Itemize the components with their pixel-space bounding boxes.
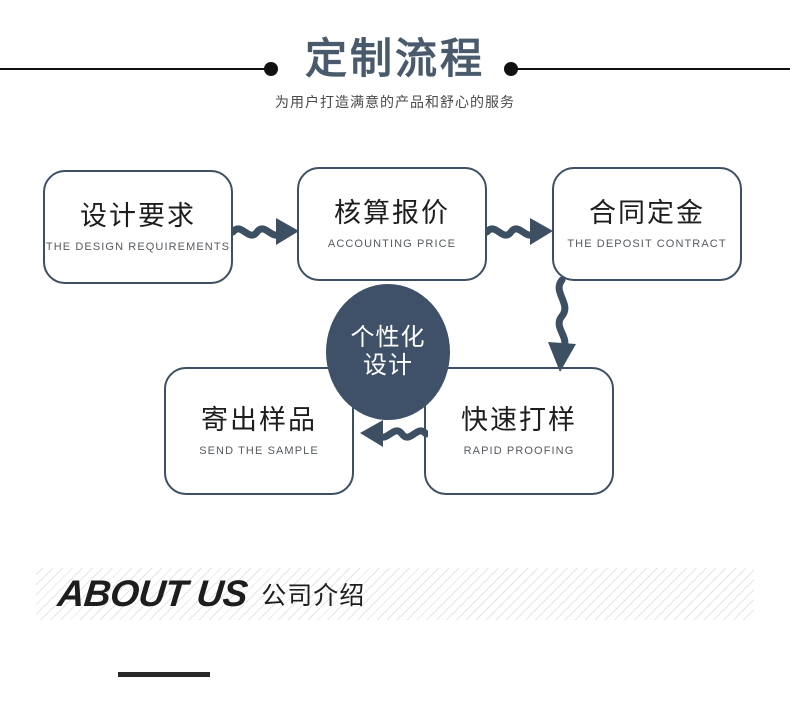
section-header: 定制流程 为用户打造满意的产品和舒心的服务 <box>0 0 790 130</box>
about-us-heading: ABOUT US 公司介绍 <box>55 566 366 622</box>
flow-step-title-cn: 设计要求 <box>80 200 196 231</box>
wavy-arrow-left <box>360 420 428 447</box>
wavy-arrow-right-1 <box>231 218 299 245</box>
custom-design-badge: 个性化 设计 <box>326 284 450 420</box>
flow-step-title-en: RAPID PROOFING <box>463 445 575 458</box>
badge-line-2: 设计 <box>363 352 413 379</box>
about-us-stripe-band <box>36 568 754 620</box>
page-title: 定制流程 <box>304 35 485 82</box>
flow-step-title-en: ACCOUNTING PRICE <box>327 238 457 251</box>
wavy-arrow-down <box>548 276 576 372</box>
header-rule-right <box>516 68 790 70</box>
flow-step-title-cn: 寄出样品 <box>201 404 317 435</box>
flow-step-design-requirements: 设计要求 THE DESIGN REQUIREMENTS <box>43 170 233 284</box>
header-dot-left <box>264 62 278 76</box>
flow-step-accounting-price: 核算报价 ACCOUNTING PRICE <box>297 167 487 281</box>
header-dot-right <box>504 62 518 76</box>
flow-step-title-cn: 合同定金 <box>589 197 705 228</box>
header-rule-left <box>0 68 266 70</box>
flow-step-title-en: THE DESIGN REQUIREMENTS <box>45 241 231 254</box>
page-subtitle: 为用户打造满意的产品和舒心的服务 <box>275 94 515 110</box>
badge-line-1: 个性化 <box>350 323 426 351</box>
flow-step-deposit-contract: 合同定金 THE DEPOSIT CONTRACT <box>552 167 742 281</box>
about-us-title-cn: 公司介绍 <box>261 582 366 610</box>
flow-step-title-cn: 快速打样 <box>461 404 577 435</box>
flow-step-rapid-proofing: 快速打样 RAPID PROOFING <box>424 367 614 495</box>
flow-step-title-en: THE DEPOSIT CONTRACT <box>567 238 727 251</box>
about-us-title-en: ABOUT US <box>55 573 250 614</box>
wavy-arrow-right-2 <box>485 218 553 245</box>
flow-step-title-en: SEND THE SAMPLE <box>199 445 319 458</box>
flow-step-send-sample: 寄出样品 SEND THE SAMPLE <box>164 367 354 495</box>
process-flow-diagram: 设计要求 THE DESIGN REQUIREMENTS 核算报价 ACCOUN… <box>0 140 790 520</box>
flow-step-title-cn: 核算报价 <box>334 197 450 228</box>
about-us-underline-bar <box>118 672 210 677</box>
